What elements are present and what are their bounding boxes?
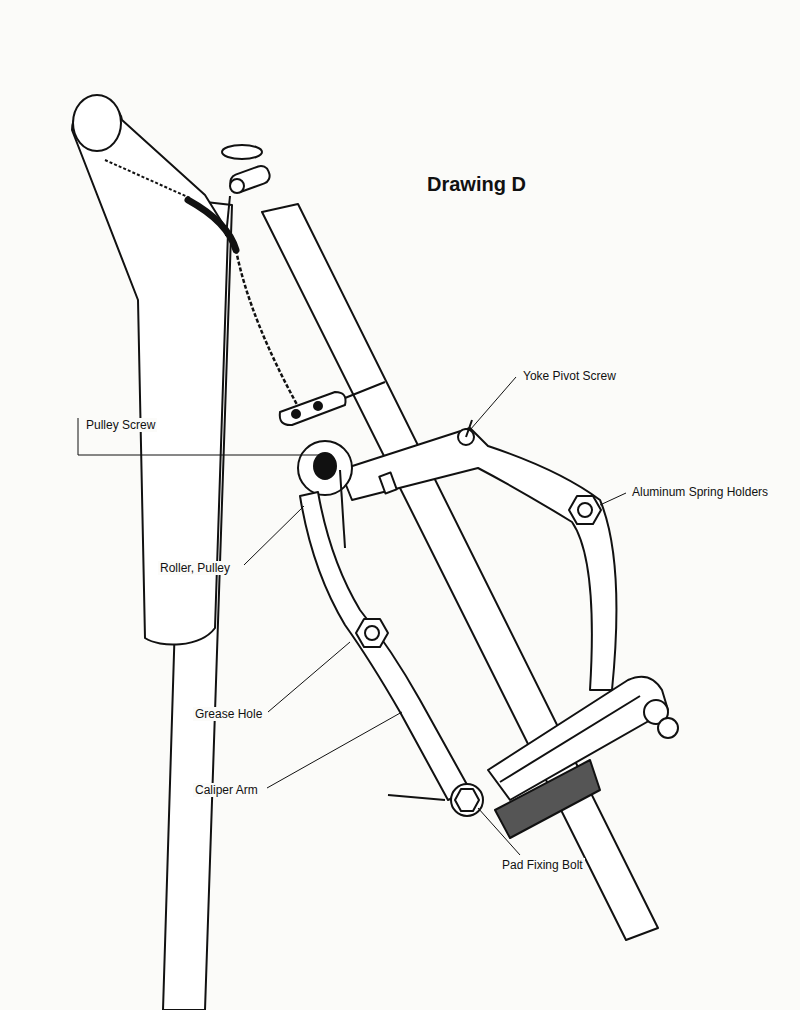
callout-label: Roller, Pulley <box>158 561 232 575</box>
right-seat-stay <box>262 204 658 940</box>
callout-label: Caliper Arm <box>193 783 260 797</box>
bracket-edge <box>500 696 640 782</box>
callout-label: Aluminum Spring Holders <box>630 485 770 499</box>
yoke-plate <box>280 392 346 425</box>
callout-label: Grease Hole <box>193 707 264 721</box>
leader-line <box>78 418 322 455</box>
leader-line <box>478 808 520 855</box>
callout-label: Yoke Pivot Screw <box>521 369 618 383</box>
roller-pulley <box>298 441 352 495</box>
arm-stub <box>379 472 396 493</box>
yoke-hole <box>292 410 300 418</box>
leader-line <box>244 506 304 565</box>
spring-holder <box>569 496 601 524</box>
spring-holder <box>356 619 388 647</box>
pulley-screw <box>314 453 336 479</box>
spring-holder-bolt <box>578 503 592 517</box>
cable <box>236 250 300 410</box>
leader-line <box>470 377 516 430</box>
drawing-title: Drawing D <box>425 172 528 196</box>
clamp-bolt <box>228 164 272 195</box>
straddle-pin <box>345 382 385 398</box>
pad-washer <box>451 784 483 816</box>
caliper-arm <box>300 492 470 800</box>
leader-line <box>268 642 350 712</box>
roller <box>658 718 678 738</box>
pad-post <box>388 795 445 800</box>
leader-line <box>600 493 626 505</box>
spring-holder-bolt <box>365 626 379 640</box>
callout-label: Pad Fixing Bolt <box>500 858 585 872</box>
cable-end <box>340 470 345 548</box>
pad-fixing-bolt <box>455 789 479 811</box>
callout-label: Pulley Screw <box>84 418 157 432</box>
cable-housing <box>188 200 236 250</box>
tube-end <box>73 95 121 151</box>
yoke-hole <box>314 402 322 410</box>
clamp-nut <box>230 179 244 193</box>
brake-pad <box>495 760 600 838</box>
leader-line <box>267 712 402 788</box>
seat-clamp <box>222 145 262 159</box>
cable <box>105 160 190 198</box>
